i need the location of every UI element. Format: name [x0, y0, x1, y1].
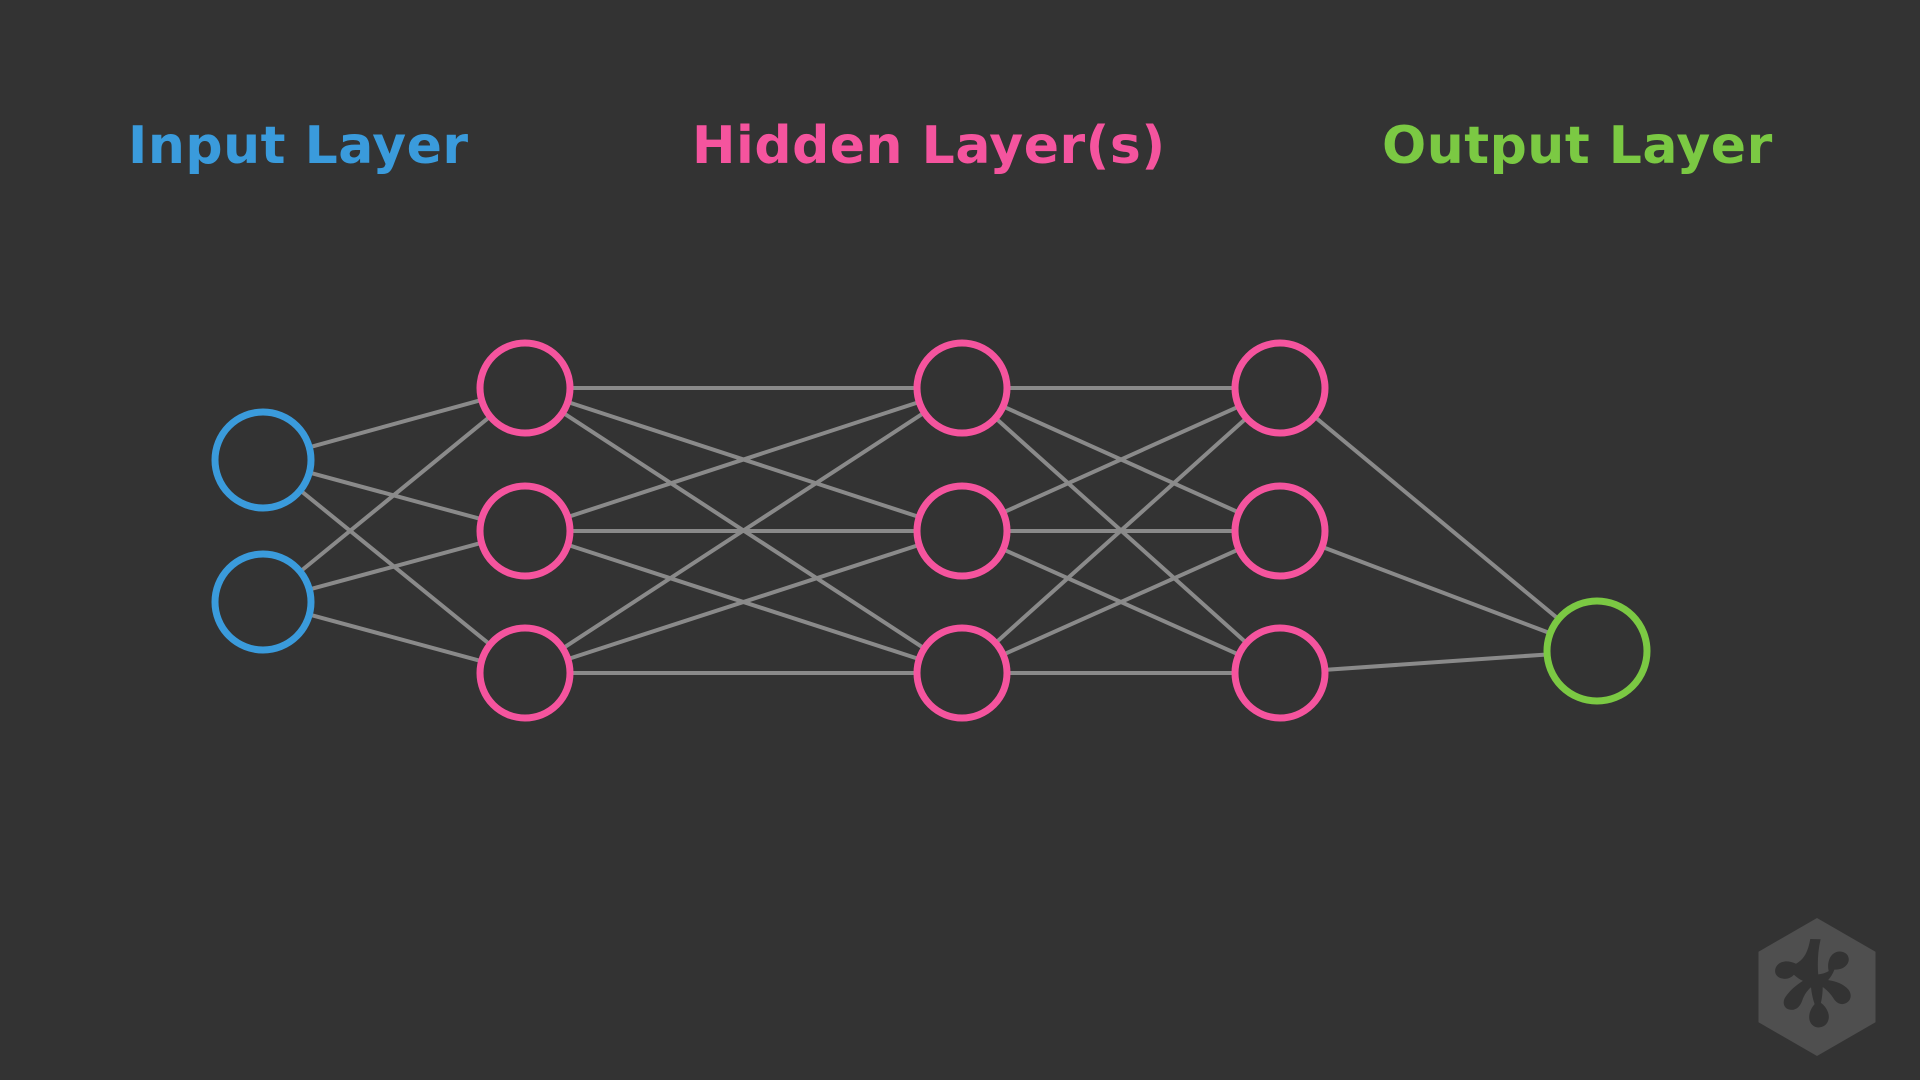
- output-node-1[interactable]: [1543, 597, 1651, 705]
- hidden1-node-1[interactable]: [476, 339, 574, 437]
- hidden1-node-2[interactable]: [476, 482, 574, 580]
- edge-hidden1-node-3-to-hidden2-node-2: [565, 542, 922, 662]
- edge-hidden3-node-3-to-output-node-1: [1322, 652, 1550, 672]
- hidden3-node-3[interactable]: [1231, 624, 1329, 722]
- edge-hidden2-node-3-to-hidden3-node-1: [993, 416, 1249, 645]
- hidden3-node-1[interactable]: [1231, 339, 1329, 437]
- edge-hidden1-node-2-to-hidden2-node-1: [565, 399, 922, 520]
- hidden1-node-3[interactable]: [476, 624, 574, 722]
- edge-hidden3-node-2-to-output-node-1: [1320, 544, 1553, 636]
- node-group: [211, 339, 1651, 722]
- watermark-neuron-glyph: [1775, 939, 1851, 1028]
- edge-hidden1-node-3-to-hidden2-node-1: [560, 410, 927, 651]
- hidden2-node-1[interactable]: [913, 339, 1011, 437]
- input-node-2[interactable]: [211, 550, 315, 654]
- hexagon-neuron-logo-icon: [1758, 918, 1876, 1056]
- edge-input-node-2-to-hidden1-node-3: [307, 612, 484, 664]
- input-node-1[interactable]: [211, 408, 315, 512]
- edge-input-node-2-to-hidden1-node-2: [307, 540, 484, 592]
- edge-input-node-2-to-hidden1-node-1: [298, 414, 493, 574]
- edge-group: [298, 386, 1561, 675]
- edge-hidden2-node-3-to-hidden3-node-2: [1001, 547, 1241, 657]
- hidden3-node-2[interactable]: [1231, 482, 1329, 580]
- edge-hidden3-node-1-to-output-node-1: [1312, 414, 1561, 622]
- edge-hidden2-node-2-to-hidden3-node-1: [1001, 404, 1241, 515]
- hidden2-node-3[interactable]: [913, 624, 1011, 722]
- layer-label-hidden: Hidden Layer(s): [692, 116, 1166, 176]
- layer-label-input: Input Layer: [128, 116, 469, 176]
- hidden2-node-2[interactable]: [913, 482, 1011, 580]
- layer-label-output: Output Layer: [1382, 116, 1773, 176]
- edge-input-node-1-to-hidden1-node-1: [307, 397, 484, 450]
